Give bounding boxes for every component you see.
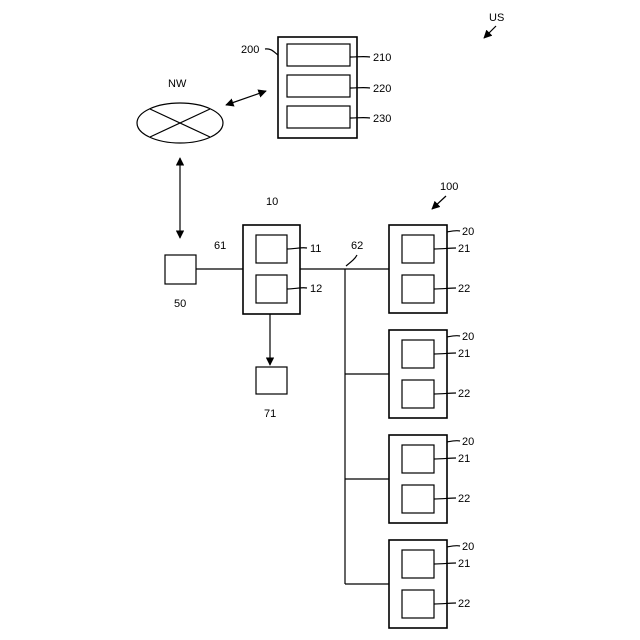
device-unit-a-label: 21 — [458, 558, 470, 570]
device-unit-b — [402, 275, 434, 303]
device-unit-b-label: 22 — [458, 493, 470, 505]
server-unit-1-label: 210 — [373, 52, 391, 64]
output-device-label: 71 — [264, 408, 276, 420]
device-unit-b-label: 22 — [458, 283, 470, 295]
system-pointer-arrow — [484, 26, 496, 38]
device-block: 20 21 22 — [389, 225, 474, 313]
controller-unit-1-label: 11 — [310, 243, 321, 255]
server-unit-1 — [287, 44, 350, 66]
controller-unit-2-label: 12 — [310, 283, 322, 295]
server-unit-3-label: 230 — [373, 113, 391, 125]
device-label: 20 — [462, 226, 474, 238]
device-unit-b — [402, 590, 434, 618]
network-label: NW — [168, 78, 187, 90]
device-leader — [447, 546, 460, 547]
server-unit-2 — [287, 75, 350, 97]
device-unit-a-label: 21 — [458, 243, 470, 255]
device-label: 20 — [462, 436, 474, 448]
server-unit-3 — [287, 106, 350, 128]
device-block: 20 21 22 — [389, 435, 474, 523]
device-unit-b — [402, 380, 434, 408]
terminal-box — [165, 255, 196, 284]
terminal-label: 50 — [174, 298, 186, 310]
controller-label: 10 — [266, 196, 278, 208]
device-leader — [447, 336, 460, 337]
device-block: 20 21 22 — [389, 540, 474, 628]
device-unit-a — [402, 235, 434, 263]
device-unit-a-label: 21 — [458, 453, 470, 465]
device-block: 20 21 22 — [389, 330, 474, 418]
bus-line-leader — [346, 255, 357, 266]
network-cloud — [137, 103, 223, 143]
device-unit-b-label: 22 — [458, 598, 470, 610]
output-device-box — [256, 367, 287, 394]
device-unit-a — [402, 340, 434, 368]
server-leader — [265, 49, 278, 55]
building-system-label: 100 — [440, 181, 458, 193]
controller-unit-2 — [256, 275, 287, 303]
network-server-arrow — [226, 91, 266, 105]
device-unit-a-label: 21 — [458, 348, 470, 360]
bus-lines — [300, 269, 389, 584]
device-unit-a — [402, 445, 434, 473]
system-label: US — [489, 12, 504, 24]
bus-line-label: 62 — [351, 240, 363, 252]
server-label: 200 — [241, 44, 259, 56]
device-unit-b — [402, 485, 434, 513]
device-label: 20 — [462, 331, 474, 343]
controller-unit-1 — [256, 235, 287, 263]
device-unit-a — [402, 550, 434, 578]
terminal-line-label: 61 — [214, 240, 226, 252]
device-leader — [447, 441, 460, 442]
building-system-pointer-arrow — [432, 196, 446, 209]
device-leader — [447, 231, 460, 232]
device-label: 20 — [462, 541, 474, 553]
controller-block — [243, 225, 300, 314]
device-unit-b-label: 22 — [458, 388, 470, 400]
server-block — [278, 37, 357, 138]
server-unit-2-label: 220 — [373, 83, 391, 95]
